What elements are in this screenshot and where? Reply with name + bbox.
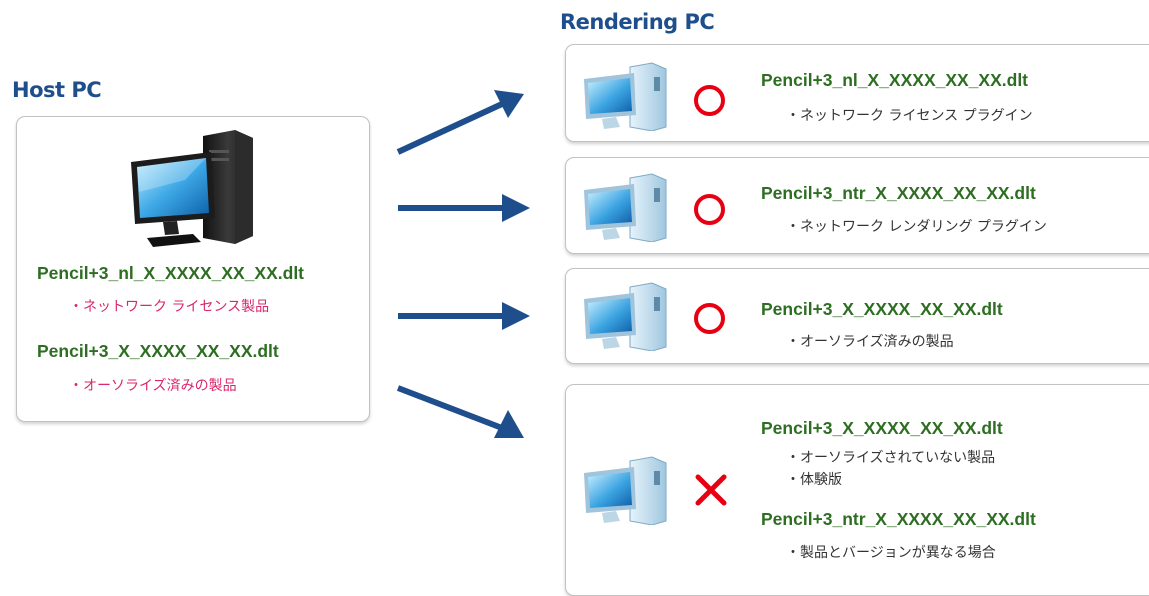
host-pc-heading: Host PC: [12, 78, 102, 102]
tower-pc-icon: [580, 61, 672, 135]
rendering-file-name: Pencil+3_X_XXXX_XX_XX.dlt: [761, 299, 1003, 319]
host-file-note: ・ネットワーク ライセンス製品: [69, 299, 270, 315]
rendering-file-note: ・オーソライズ済みの製品: [786, 334, 954, 350]
arrow-icon: [396, 90, 530, 438]
rendering-pc-box: Pencil+3_ntr_X_XXXX_XX_XX.dlt ・ネットワーク レン…: [565, 157, 1149, 254]
host-file-name: Pencil+3_nl_X_XXXX_XX_XX.dlt: [37, 263, 305, 283]
host-file-name: Pencil+3_X_XXXX_XX_XX.dlt: [37, 341, 279, 361]
rendering-file-note: ・ネットワーク レンダリング プラグイン: [786, 219, 1047, 235]
desktop-pc-icon: [125, 130, 273, 254]
tower-pc-icon: [580, 281, 672, 355]
host-file-note: ・オーソライズ済みの製品: [69, 378, 237, 394]
rendering-pc-box: Pencil+3_X_XXXX_XX_XX.dlt ・オーソライズ済みの製品: [565, 268, 1149, 364]
rendering-file-name: Pencil+3_ntr_X_XXXX_XX_XX.dlt: [761, 183, 1036, 203]
rendering-file-note: ・体験版: [786, 472, 842, 488]
circle-mark-icon: [694, 303, 725, 334]
cross-mark-icon: [695, 474, 727, 506]
tower-pc-icon: [580, 455, 672, 529]
rendering-file-name: Pencil+3_ntr_X_XXXX_XX_XX.dlt: [761, 509, 1036, 529]
tower-pc-icon: [580, 172, 672, 246]
circle-mark-icon: [694, 85, 725, 116]
rendering-file-name: Pencil+3_X_XXXX_XX_XX.dlt: [761, 418, 1003, 438]
rendering-file-note: ・オーソライズされていない製品: [786, 450, 996, 466]
host-pc-box: Pencil+3_nl_X_XXXX_XX_XX.dlt ・ネットワーク ライセ…: [16, 116, 370, 422]
rendering-file-name: Pencil+3_nl_X_XXXX_XX_XX.dlt: [761, 70, 1029, 90]
circle-mark-icon: [694, 194, 725, 225]
rendering-file-note: ・製品とバージョンが異なる場合: [786, 545, 996, 561]
rendering-pc-heading: Rendering PC: [560, 10, 715, 34]
rendering-file-note: ・ネットワーク ライセンス プラグイン: [786, 108, 1033, 124]
rendering-pc-box: Pencil+3_X_XXXX_XX_XX.dlt ・オーソライズされていない製…: [565, 384, 1149, 596]
rendering-pc-box: Pencil+3_nl_X_XXXX_XX_XX.dlt ・ネットワーク ライセ…: [565, 44, 1149, 142]
